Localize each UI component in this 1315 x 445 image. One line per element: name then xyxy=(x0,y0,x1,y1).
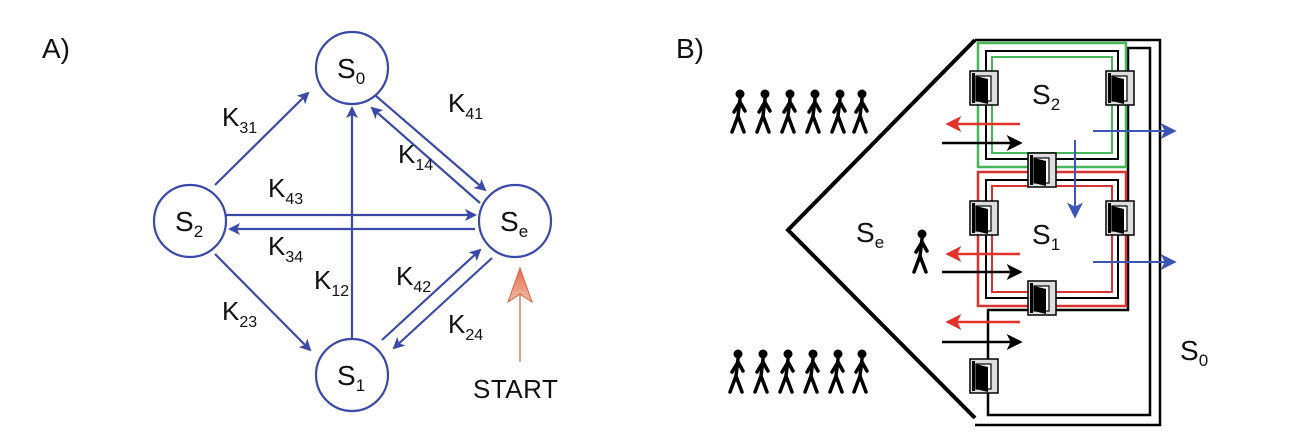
edge-se-to-s1 xyxy=(392,257,493,350)
node-s0-label: S0 xyxy=(337,53,365,88)
rate-k41: K41 xyxy=(448,88,483,123)
node-s1-label: S1 xyxy=(337,360,365,395)
rate-k24: K24 xyxy=(448,309,483,344)
pedestrian-icon xyxy=(912,227,929,274)
edge-s0-to-se xyxy=(375,95,487,192)
node-s2-label: S2 xyxy=(175,206,203,241)
door-icon xyxy=(1105,70,1135,106)
rate-k12: K12 xyxy=(314,265,349,300)
rate-k42: K42 xyxy=(396,261,431,296)
pedestrian-group-icon xyxy=(730,87,869,134)
zone-se-label: Se xyxy=(856,217,884,252)
door-icon xyxy=(1027,280,1057,316)
panel-a-label: A) xyxy=(42,33,70,64)
start-label: START xyxy=(473,374,558,404)
panel-b-label: B) xyxy=(676,33,704,64)
node-se-label: Se xyxy=(500,206,528,241)
s0-inner-wall xyxy=(986,46,1152,417)
zone-s1-label: S1 xyxy=(1032,219,1060,254)
door-icon xyxy=(969,200,999,236)
rate-k14: K14 xyxy=(398,139,433,174)
node-s0 xyxy=(314,30,390,106)
s0-outer-wall xyxy=(975,38,1162,427)
panel-b: B) S2 S1 xyxy=(676,33,1208,427)
rate-k23: K23 xyxy=(222,296,257,331)
node-s1 xyxy=(314,337,390,413)
door-icon xyxy=(1105,200,1135,236)
panel-a: A) S0 S2 Se S1 K31 K41 K14 K43 K34 K12 K… xyxy=(42,30,558,413)
edge-se-to-s0 xyxy=(370,106,481,204)
edge-s1-to-se xyxy=(381,248,482,341)
rate-k34: K34 xyxy=(268,231,303,266)
door-icon xyxy=(969,358,999,394)
entrance-wall xyxy=(785,38,977,420)
door-icon xyxy=(969,70,999,106)
node-s2 xyxy=(152,183,228,259)
pedestrian-group-icon xyxy=(728,347,869,394)
rate-k43: K43 xyxy=(268,173,303,208)
door-icon xyxy=(1027,152,1057,188)
node-se xyxy=(477,183,553,259)
zone-s0-label: S0 xyxy=(1180,335,1208,370)
rate-k31: K31 xyxy=(222,102,257,137)
zone-s2-label: S2 xyxy=(1032,79,1060,114)
start-arrow xyxy=(507,266,533,362)
edge-s2-to-s0 xyxy=(214,91,310,186)
edge-s2-to-s1 xyxy=(214,253,312,352)
